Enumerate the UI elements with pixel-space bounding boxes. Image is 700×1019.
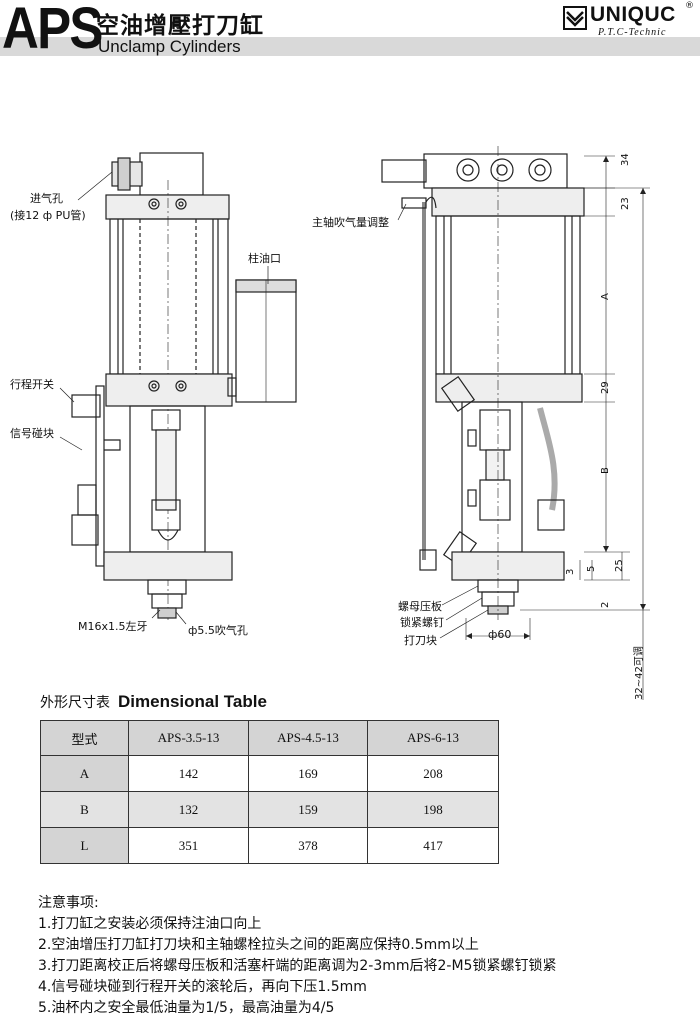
dim-29: 29 [600,381,611,394]
table-row: A 142 169 208 [40,755,499,792]
note-item: 5.油杯内之安全最低油量为1/5，最高油量为4/5 [38,1000,335,1016]
label-stroke-switch: 行程开关 [10,378,54,391]
label-spindle-blow-adjust: 主轴吹气量调整 [312,216,389,229]
table-header-cell: APS-3.5-13 [128,720,249,756]
table-cell: 142 [128,755,249,792]
notes-title: 注意事项: [38,895,99,911]
registered-mark: ® [685,1,694,11]
label-blow-hole: ф5.5吹气孔 [188,624,248,637]
table-header-cell: APS-6-13 [367,720,499,756]
dim-a: A [600,293,611,300]
table-header-row: 型式 APS-3.5-13 APS-4.5-13 APS-6-13 [40,720,499,756]
table-row: L 351 378 417 [40,827,499,864]
dim-adjust: 32~42可调 [634,646,645,700]
brand-name: UNIQUC [590,3,676,26]
technical-drawing [59,146,650,700]
table-title: 外形尺寸表 Dimensional Table [40,692,267,712]
label-air-inlet-note: (接12 ф PU管) [10,209,86,222]
dim-5: 5 [586,565,597,572]
table-header-cell: 型式 [40,720,129,756]
table-row: B 132 159 198 [40,791,499,828]
label-nut-plate: 螺母压板 [398,600,442,613]
dim-34: 34 [620,153,631,166]
page-title-en: Unclamp Cylinders [98,37,241,56]
page-title-cn: 空油增壓打刀缸 [96,13,264,39]
dim-2: 2 [600,601,611,608]
table-cell: A [40,755,129,792]
table-cell: 208 [367,755,499,792]
table-cell: 169 [248,755,368,792]
dim-23: 23 [620,197,631,210]
label-diameter: ф60 [488,628,512,641]
table-cell: 159 [248,791,368,828]
notes-section: 注意事项: 1.打刀缸之安装必须保持注油口向上 2.空油增压打刀缸打刀块和主轴螺… [38,893,556,1019]
brand-logo-icon [563,6,587,30]
table-title-en: Dimensional Table [118,692,267,711]
brand-subtitle: P.T.C-Technic [598,27,667,38]
dim-25: 25 [614,559,625,572]
header-band [0,37,700,56]
table-cell: 198 [367,791,499,828]
label-air-inlet: 进气孔 [30,192,63,205]
table-cell: 378 [248,827,368,864]
table-cell: L [40,827,129,864]
table-cell: 417 [367,827,499,864]
table-cell: 351 [128,827,249,864]
table-cell: 132 [128,791,249,828]
label-knock-block: 打刀块 [404,634,437,647]
dim-3: 3 [565,568,576,575]
label-thread: M16x1.5左牙 [78,620,148,633]
note-item: 2.空油增压打刀缸打刀块和主轴螺栓拉头之间的距离应保持0.5mm以上 [38,937,479,953]
note-item: 3.打刀距离校正后将螺母压板和活塞杆端的距离调为2-3mm后将2-M5锁紧螺钉锁… [38,958,557,974]
table-title-cn: 外形尺寸表 [40,695,110,711]
dim-b: B [600,467,611,474]
table-header-cell: APS-4.5-13 [248,720,368,756]
label-oil-port: 柱油口 [248,252,281,265]
model-code: APS [2,0,103,61]
dimensional-table: 型式 APS-3.5-13 APS-4.5-13 APS-6-13 A 142 … [40,720,499,864]
label-lock-screw: 锁紧螺钉 [400,616,444,629]
note-item: 4.信号碰块碰到行程开关的滚轮后，再向下压1.5mm [38,979,367,995]
table-cell: B [40,791,129,828]
label-signal-block: 信号碰块 [10,427,54,440]
note-item: 1.打刀缸之安装必须保持注油口向上 [38,916,262,932]
